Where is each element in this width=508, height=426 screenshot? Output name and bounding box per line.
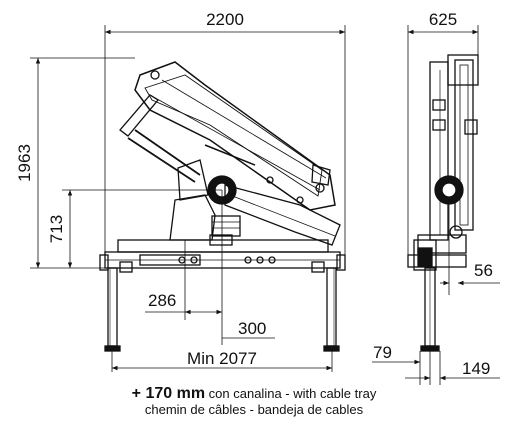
note-line-1: + 170 mm con canalina - with cable tray — [0, 386, 508, 402]
dim-height: 1963 — [15, 144, 34, 182]
cable-tray-note: + 170 mm con canalina - with cable tray … — [0, 386, 508, 418]
dim-overall-width: 2200 — [206, 10, 244, 29]
dim-pivot-height: 713 — [47, 215, 66, 243]
crane-side-view — [407, 54, 479, 352]
note-line-1-text: con canalina - with cable tray — [205, 386, 377, 401]
crane-front-view — [99, 61, 346, 352]
note-line-2: chemin de câbles - bandeja de cables — [144, 402, 364, 417]
dim-foot-right: 149 — [462, 359, 490, 378]
dim-offset-a: 286 — [148, 291, 176, 310]
dimension-lines — [30, 25, 500, 385]
dim-foot-left: 79 — [373, 343, 392, 362]
dim-side-width: 625 — [429, 10, 457, 29]
note-highlight: + 170 mm — [131, 385, 206, 402]
dim-min-width: Min 2077 — [187, 349, 257, 368]
dim-offset-b: 300 — [238, 319, 266, 338]
dim-side-offset: 56 — [474, 261, 493, 280]
